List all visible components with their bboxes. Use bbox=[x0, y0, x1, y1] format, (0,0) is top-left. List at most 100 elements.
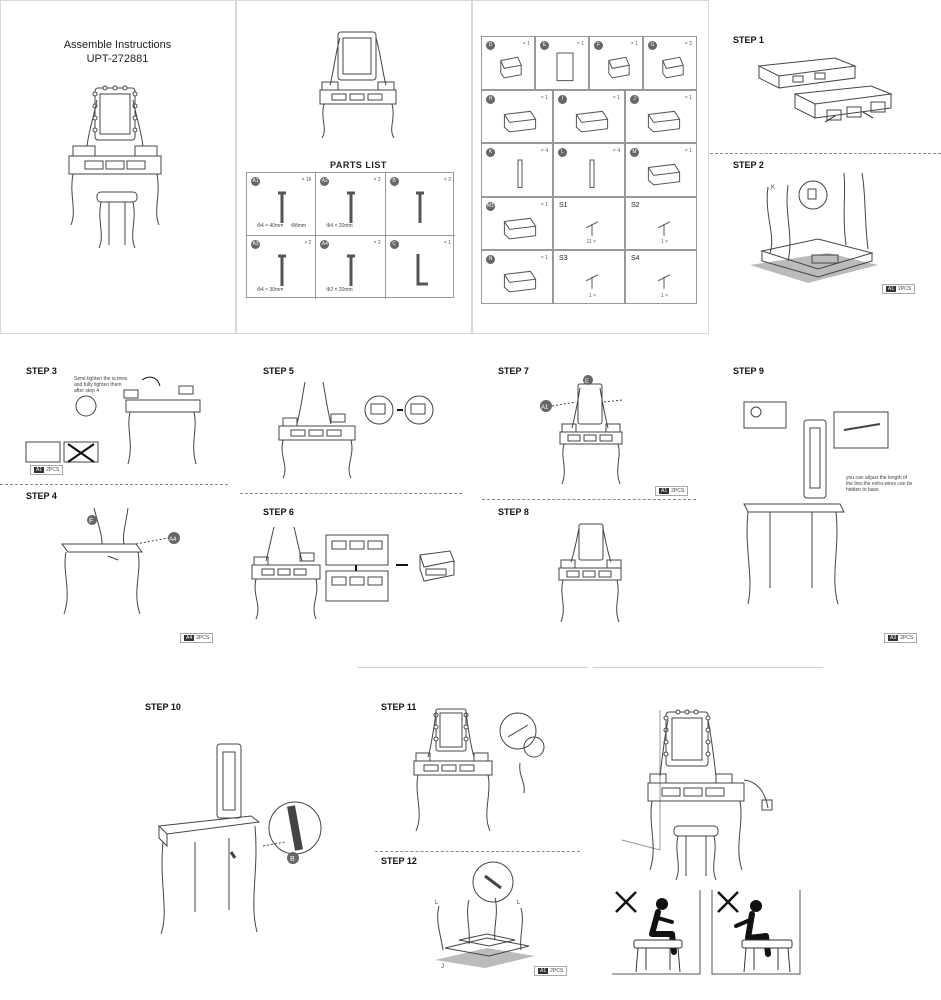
panel-part-icon bbox=[575, 110, 609, 132]
panel-qty: 11 × bbox=[586, 239, 597, 246]
svg-text:J: J bbox=[441, 964, 444, 970]
step-3-label: STEP 3 bbox=[26, 366, 57, 376]
part-id-badge: A4 bbox=[320, 240, 330, 249]
panel-part-icon bbox=[585, 274, 599, 290]
screw-icon bbox=[416, 191, 425, 223]
legend-qty: 2PCS bbox=[550, 968, 564, 974]
warning-no-stand-on-stool-right bbox=[711, 890, 801, 975]
panel-part-icon bbox=[589, 159, 595, 189]
svg-text:A4: A4 bbox=[169, 537, 177, 543]
legend-chip-a1: A1 bbox=[886, 286, 897, 292]
section-divider-left bbox=[358, 667, 588, 668]
step-9-label: STEP 9 bbox=[733, 366, 764, 376]
parts-page-frame bbox=[235, 0, 473, 334]
part-qty: × 2 bbox=[443, 177, 451, 183]
svg-text:B: B bbox=[290, 856, 295, 863]
step-12-label: STEP 12 bbox=[381, 856, 417, 866]
part-id-badge: A2 bbox=[320, 177, 330, 186]
panels-page-frame bbox=[471, 0, 709, 334]
panel-qty: × 1 bbox=[540, 255, 548, 262]
panel-qty: × 1 bbox=[684, 148, 692, 155]
step-9-illustration bbox=[743, 401, 889, 605]
cover-page-frame bbox=[0, 0, 237, 334]
panel-qty: × 1 bbox=[576, 41, 584, 47]
panel-part-icon bbox=[585, 221, 599, 236]
panel-id: J bbox=[630, 94, 639, 104]
part-qty: × 2 bbox=[373, 177, 381, 183]
panel-cell: E × 1 bbox=[535, 36, 589, 90]
panel-cell: L× 4 bbox=[553, 143, 625, 197]
vanity-set-illustration bbox=[68, 85, 162, 249]
panel-cell: J × 1 bbox=[625, 89, 697, 144]
panel-cell: S1 11 × bbox=[553, 196, 625, 251]
panel-id: G bbox=[648, 41, 657, 50]
screw-icon bbox=[277, 191, 286, 223]
part-note: Φ8mm bbox=[291, 223, 307, 229]
step-2-illustration: K bbox=[750, 172, 878, 283]
step-12-illustration: L L J bbox=[435, 861, 535, 970]
panel-part-icon bbox=[662, 56, 684, 79]
legend-qty: 2PCS bbox=[46, 467, 60, 473]
panel-cell: H× 1 bbox=[481, 89, 553, 144]
panel-part-icon bbox=[657, 221, 671, 236]
panel-cell: M1× 1 bbox=[481, 196, 553, 251]
panel-id: F bbox=[594, 41, 603, 50]
panel-id: M1 bbox=[486, 201, 495, 211]
svg-text:L: L bbox=[435, 900, 439, 906]
part-id-badge: A3 bbox=[251, 240, 260, 249]
step-7-label: STEP 7 bbox=[498, 366, 529, 376]
part-size: Φ4 × 30mm bbox=[257, 287, 284, 293]
screw-icon bbox=[277, 254, 286, 286]
legend-chip-a1: A1 bbox=[659, 488, 670, 494]
step-11-illustration bbox=[413, 708, 545, 832]
panel-qty: × 1 bbox=[540, 94, 548, 101]
part-size: Φ4 × 20mm bbox=[326, 223, 353, 229]
panel-part-icon bbox=[503, 271, 537, 293]
step-8-illustration bbox=[558, 523, 622, 623]
step-11-label: STEP 11 bbox=[381, 702, 417, 712]
panel-part-icon bbox=[657, 274, 671, 290]
part-qty: × 16 bbox=[301, 177, 312, 183]
step-6-illustration bbox=[251, 526, 455, 620]
step-2-label: STEP 2 bbox=[733, 160, 764, 170]
hardware-cell: B× 2 bbox=[385, 173, 455, 236]
svg-text:E: E bbox=[585, 379, 589, 385]
cover-title-line1: Assemble Instructions bbox=[63, 39, 172, 51]
step-1-divider bbox=[710, 153, 941, 154]
parts-list-title: PARTS LIST bbox=[330, 160, 387, 170]
legend-chip-a1: A1 bbox=[34, 467, 45, 473]
vanity-table-top-illustration bbox=[319, 31, 397, 139]
step-9-note-line3: hidden to base bbox=[846, 487, 879, 493]
panel-qty: × 1 bbox=[684, 94, 692, 101]
step-7-divider bbox=[482, 499, 696, 500]
part-qty: × 1 bbox=[443, 240, 451, 246]
panel-part-icon bbox=[503, 217, 537, 240]
legend-qty: 2PCS bbox=[898, 286, 912, 292]
panel-id: M bbox=[630, 148, 639, 158]
legend-chip-a1: A1 bbox=[538, 968, 549, 974]
panel-id: S4 bbox=[631, 255, 640, 263]
step-6-label: STEP 6 bbox=[263, 507, 294, 517]
panel-id: E bbox=[540, 41, 549, 50]
panel-id: S1 bbox=[559, 201, 568, 209]
panel-id: D bbox=[486, 41, 495, 50]
panel-cell: D × 1 bbox=[481, 36, 535, 90]
step-10-illustration: B bbox=[157, 743, 322, 935]
panel-qty: × 4 bbox=[540, 148, 548, 155]
step-7-illustration: A1 E bbox=[540, 375, 623, 485]
final-assembled-vanity-illustration bbox=[621, 709, 773, 881]
panel-part-icon bbox=[647, 163, 681, 186]
legend-chip-a4: A4 bbox=[184, 635, 195, 641]
panel-qty: × 1 bbox=[522, 41, 530, 47]
legend-qty: 2PCS bbox=[196, 635, 210, 641]
